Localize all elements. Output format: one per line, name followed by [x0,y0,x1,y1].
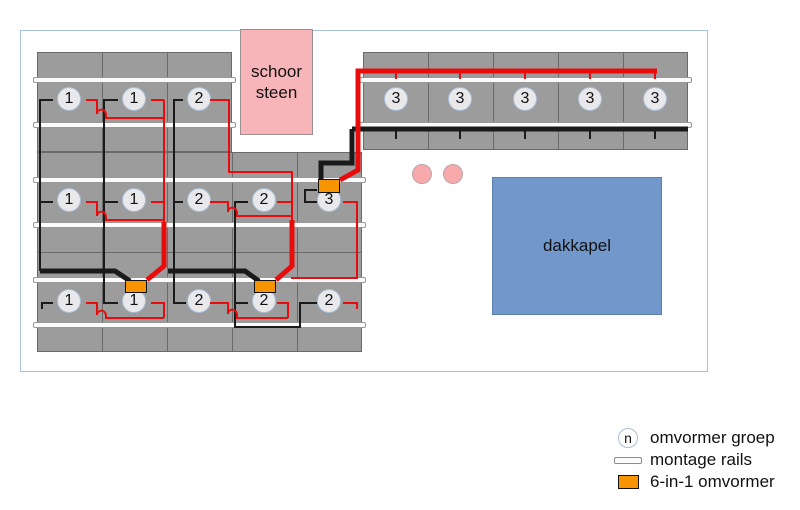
inverter-box [254,280,276,293]
panel-group-label: 2 [252,188,276,212]
mounting-rail [33,77,236,83]
mounting-rail [33,122,236,128]
panel-group-label: 1 [122,188,146,212]
panel-group-label: 1 [57,188,81,212]
panel-group-label: 2 [187,289,211,313]
mounting-rail [33,177,366,183]
chimney-label-line2: steen [255,83,298,102]
mounting-rail [33,322,366,328]
legend-label: montage rails [650,450,753,469]
panel-group-label: 3 [643,87,667,111]
legend-label: 6-in-1 omvormer [650,472,775,491]
roof-vent [443,164,463,184]
inverter-box [125,280,147,293]
legend-item-montage-rails: montage rails [606,449,775,471]
inverter-icon [617,475,639,489]
legend-label: omvormer groep [650,428,775,447]
dormer-label: dakkapel [542,236,612,255]
mounting-rail-icon [614,456,642,464]
mounting-rail [33,277,366,283]
legend-item-omvormer-groep: n omvormer groep [606,427,775,449]
panel-group-label: 3 [578,87,602,111]
panel-group-label: 3 [513,87,537,111]
roof-vent [412,164,432,184]
legend: n omvormer groep montage rails 6-in-1 om… [606,427,775,493]
inverter-box [318,179,340,193]
legend-circle-symbol: n [624,430,632,446]
panel-group-label: 1 [57,87,81,111]
panel-group-label: 2 [187,188,211,212]
panel-group-label: 3 [384,87,408,111]
panel-group-label: 2 [317,289,341,313]
mounting-rail [359,77,692,83]
chimney-label-line1: schoor [250,62,303,81]
panel-group-label: 1 [122,87,146,111]
mounting-rail [33,222,366,228]
inverter-group-icon: n [618,428,638,448]
panel-group-label: 2 [187,87,211,111]
mounting-rail [359,122,692,128]
dormer: dakkapel [492,177,662,315]
legend-item-6in1-omvormer: 6-in-1 omvormer [606,471,775,493]
panel-group-label: 1 [57,289,81,313]
panel-group-label: 3 [448,87,472,111]
chimney: schoor steen [240,29,313,135]
